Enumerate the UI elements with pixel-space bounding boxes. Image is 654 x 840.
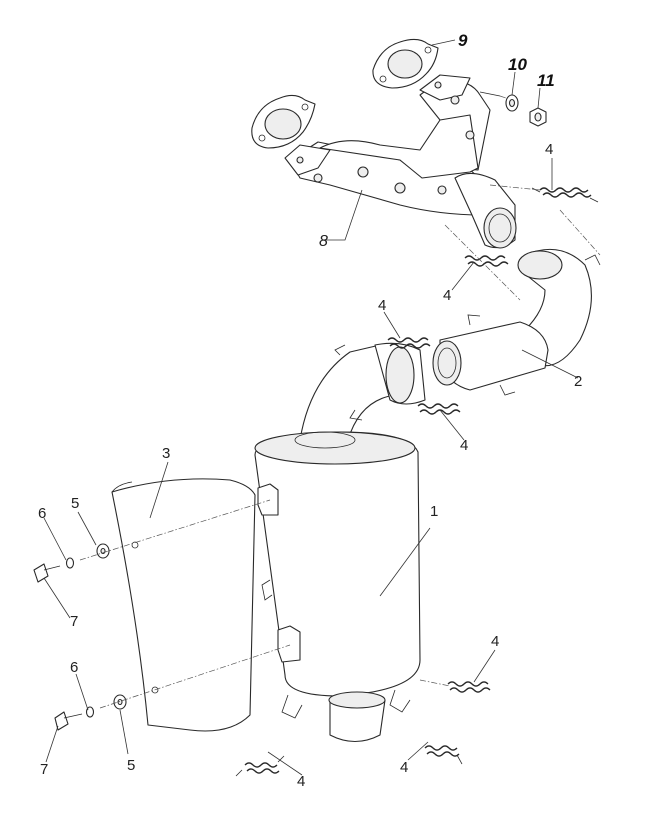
shield-fastener-upper — [33, 543, 110, 583]
callout-4d: 4 — [460, 437, 468, 454]
heat-shield — [111, 478, 256, 732]
manifold-gasket-left — [251, 94, 316, 149]
assembly-center-lines — [79, 184, 601, 709]
shield-fastener-lower — [54, 694, 127, 731]
callout-4b: 4 — [443, 287, 451, 304]
spring-4g — [424, 745, 463, 765]
callout-labels: 1 2 3 4 4 4 4 4 4 4 5 5 6 6 7 7 8 9 10 1… — [38, 31, 582, 790]
callout-1: 1 — [430, 503, 438, 520]
callout-10: 10 — [508, 55, 527, 74]
callout-11: 11 — [537, 71, 555, 90]
callout-4g: 4 — [400, 759, 408, 776]
callout-5b: 5 — [127, 757, 135, 774]
front-exhaust-pipe — [432, 248, 601, 396]
callout-6b: 6 — [70, 659, 78, 676]
callout-2: 2 — [574, 373, 582, 390]
exhaust-manifold — [284, 74, 519, 249]
spring-4c — [387, 337, 431, 349]
callout-9: 9 — [458, 31, 468, 50]
callout-8: 8 — [319, 233, 328, 250]
spring-4d — [417, 403, 461, 415]
spring-4e — [447, 681, 491, 693]
callout-3: 3 — [162, 445, 170, 462]
callout-4e: 4 — [491, 633, 499, 650]
muffler-inlet-pipe — [299, 342, 426, 441]
callout-4c: 4 — [378, 297, 386, 314]
callout-7a: 7 — [70, 613, 78, 630]
washer-10 — [505, 94, 519, 112]
spring-4b — [464, 255, 509, 267]
spring-4a — [531, 187, 599, 203]
callout-7b: 7 — [40, 761, 48, 778]
leader-lines — [43, 39, 579, 776]
callout-5a: 5 — [71, 495, 79, 512]
spring-4f — [235, 755, 285, 777]
muffler — [254, 431, 421, 743]
callout-4f: 4 — [297, 773, 305, 790]
callout-4a: 4 — [545, 141, 553, 158]
manifold-gasket-right — [372, 38, 439, 89]
nut-11 — [529, 107, 547, 127]
callout-6a: 6 — [38, 505, 46, 522]
